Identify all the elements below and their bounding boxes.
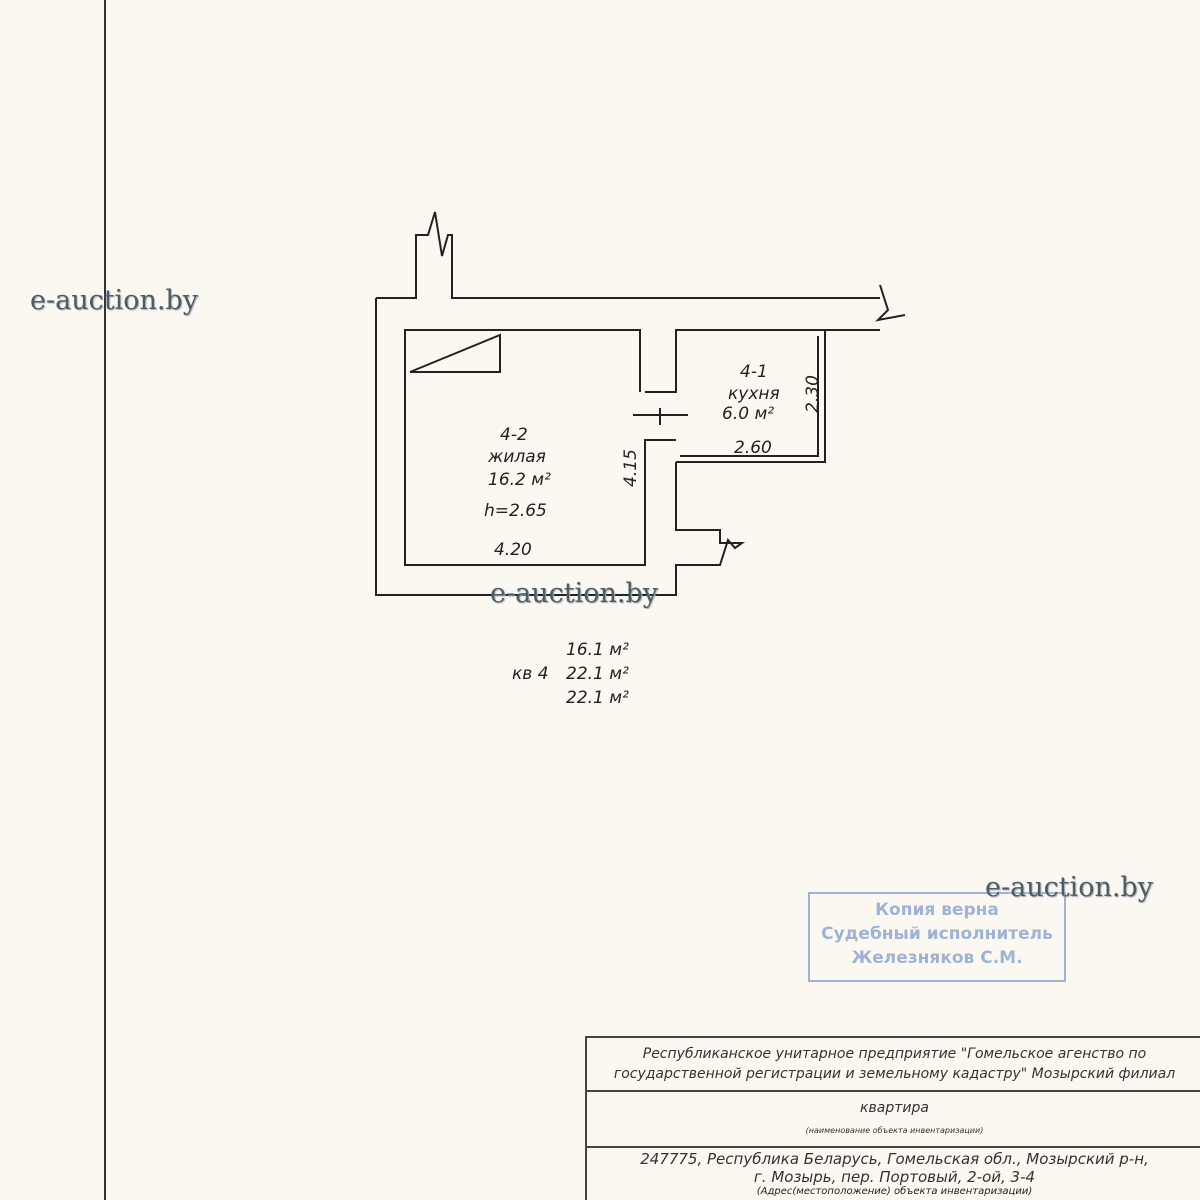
walls bbox=[375, 211, 906, 596]
watermark: e-auction.by bbox=[985, 872, 1153, 903]
certified-copy-stamp: Копия верна Судебный исполнитель Железня… bbox=[808, 892, 1066, 982]
organization: Республиканское унитарное предприятие "Г… bbox=[587, 1038, 1200, 1092]
total-area: 22.1 м² bbox=[566, 664, 629, 684]
address-caption: (Адрес(местоположение) объекта инвентари… bbox=[756, 1186, 1033, 1197]
room-4-1-number: 4-1 bbox=[740, 362, 768, 382]
object-type: квартира bbox=[860, 1100, 929, 1116]
room-4-1-depth: 2.30 bbox=[802, 375, 823, 413]
living-area: 16.1 м² bbox=[566, 640, 629, 660]
room-4-2-width: 4.20 bbox=[494, 540, 532, 560]
watermark: e-auction.by bbox=[490, 578, 658, 609]
room-4-1-area: 6.0 м² bbox=[722, 404, 775, 424]
address-line2: г. Мозырь, пер. Портовый, 2-ой, 3-4 bbox=[753, 1168, 1036, 1186]
margin-line bbox=[104, 0, 106, 1200]
stamp-line1: Копия верна bbox=[875, 900, 999, 920]
stamp-line3: Железняков С.М. bbox=[851, 948, 1023, 968]
room-4-1-width: 2.60 bbox=[734, 438, 772, 458]
general-area: 22.1 м² bbox=[566, 688, 629, 708]
room-4-2-depth: 4.15 bbox=[620, 449, 641, 487]
room-4-2-area: 16.2 м² bbox=[488, 470, 551, 490]
room-4-2-number: 4-2 bbox=[500, 425, 528, 445]
room-4-2-name: жилая bbox=[488, 447, 546, 467]
room-4-2-height: h=2.65 bbox=[484, 501, 547, 521]
watermark: e-auction.by bbox=[30, 285, 198, 316]
address-line1: 247775, Республика Беларусь, Гомельская … bbox=[640, 1150, 1149, 1168]
object-caption: (наименование объекта инвентаризации) bbox=[805, 1126, 984, 1135]
title-block: Республиканское унитарное предприятие "Г… bbox=[585, 1036, 1200, 1200]
floor-plan bbox=[375, 211, 906, 596]
stamp-line2: Судебный исполнитель bbox=[821, 924, 1053, 944]
room-4-1-name: кухня bbox=[728, 384, 780, 404]
apartment-label: кв 4 bbox=[512, 664, 549, 684]
